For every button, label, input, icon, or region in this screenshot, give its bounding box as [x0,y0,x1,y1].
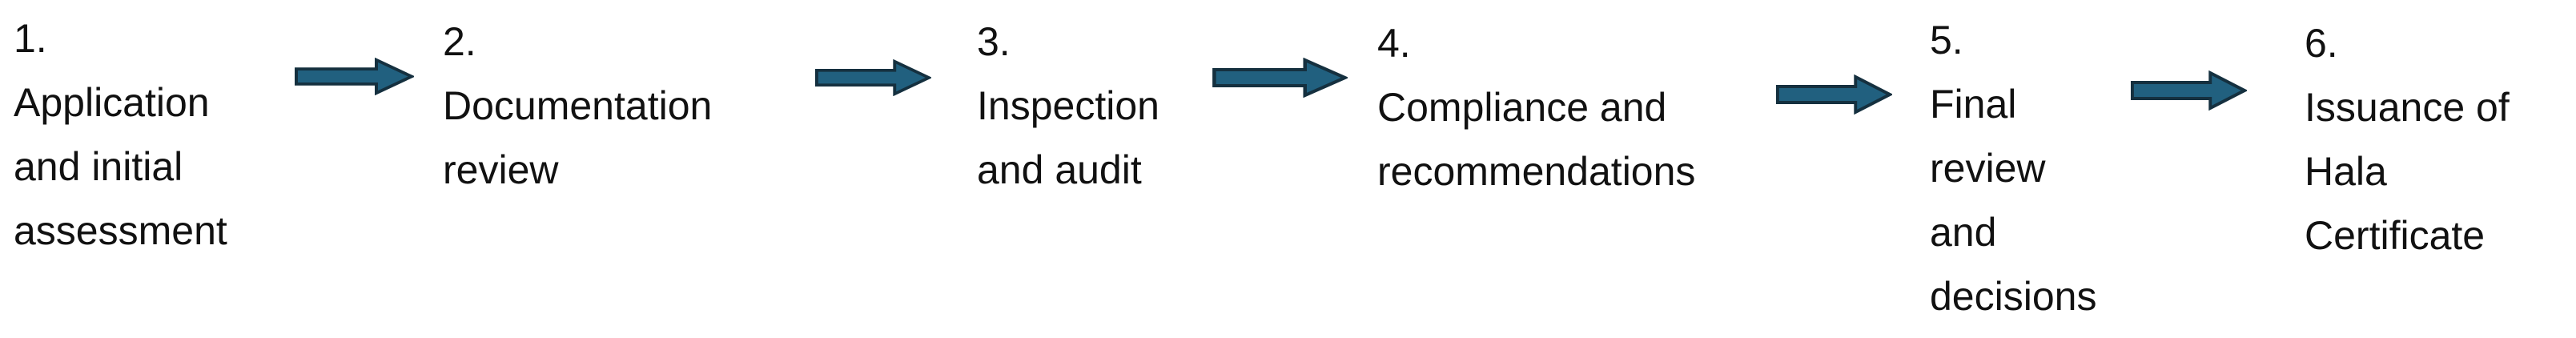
step-2: 2. Documentation review [443,10,827,202]
step-1: 1. Application and initial assessment [14,6,334,263]
arrow-right-icon [1212,58,1348,98]
step-5-label: Final review and decisions [1930,82,2097,319]
step-6-label: Issuance of Hala Certificate [2305,85,2510,258]
step-3-number: 3. [977,19,1011,64]
step-1-label: Application and initial assessment [14,80,227,253]
step-3: 3. Inspection and audit [977,10,1265,202]
arrow-right-icon [1775,74,1892,115]
step-2-label: Documentation review [443,83,713,192]
step-6: 6. Issuance of Hala Certificate [2305,11,2573,268]
step-4-number: 4. [1377,21,1411,66]
step-5: 5. Final review and decisions [1930,8,2170,328]
step-6-number: 6. [2305,21,2338,66]
arrow-right-icon [295,58,414,95]
step-4-label: Compliance and recommendations [1377,85,1696,194]
step-4: 4. Compliance and recommendations [1377,11,1826,203]
step-1-number: 1. [14,16,47,61]
arrow-right-icon [814,59,931,96]
step-3-label: Inspection and audit [977,83,1159,192]
step-2-number: 2. [443,19,476,64]
arrow-right-icon [2130,70,2247,111]
step-5-number: 5. [1930,18,1963,62]
